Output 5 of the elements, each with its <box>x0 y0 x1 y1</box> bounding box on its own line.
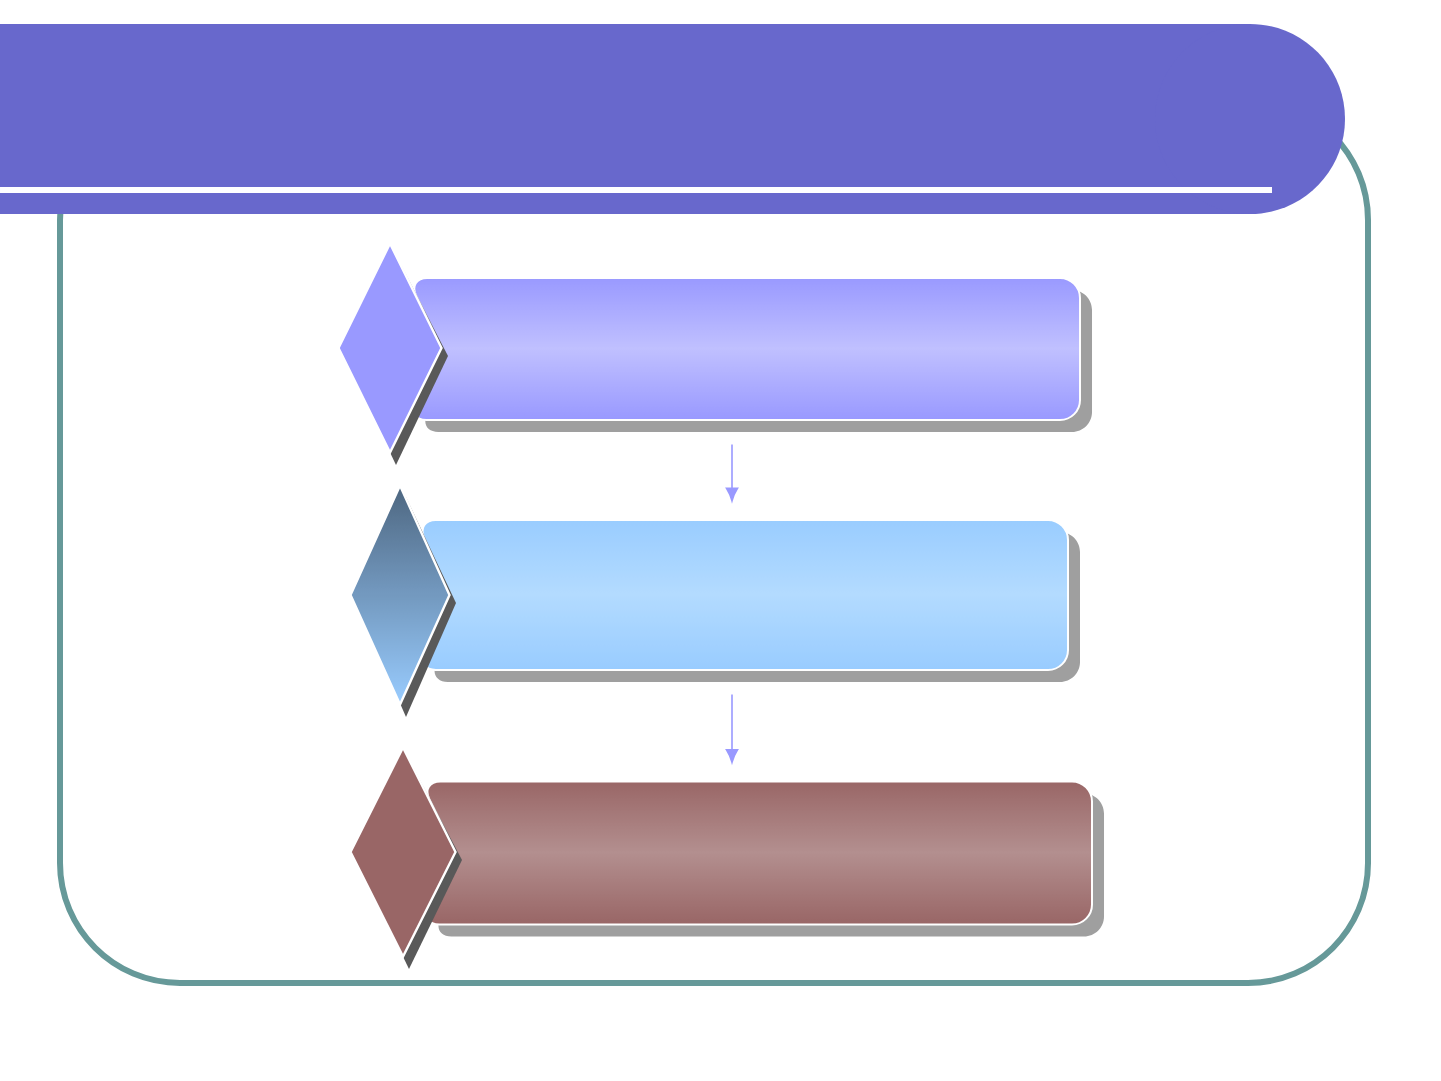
arrow <box>725 443 739 502</box>
bar-box <box>421 519 1080 682</box>
arrow <box>725 693 739 764</box>
bar-box <box>412 277 1092 432</box>
bar-box <box>425 780 1104 937</box>
